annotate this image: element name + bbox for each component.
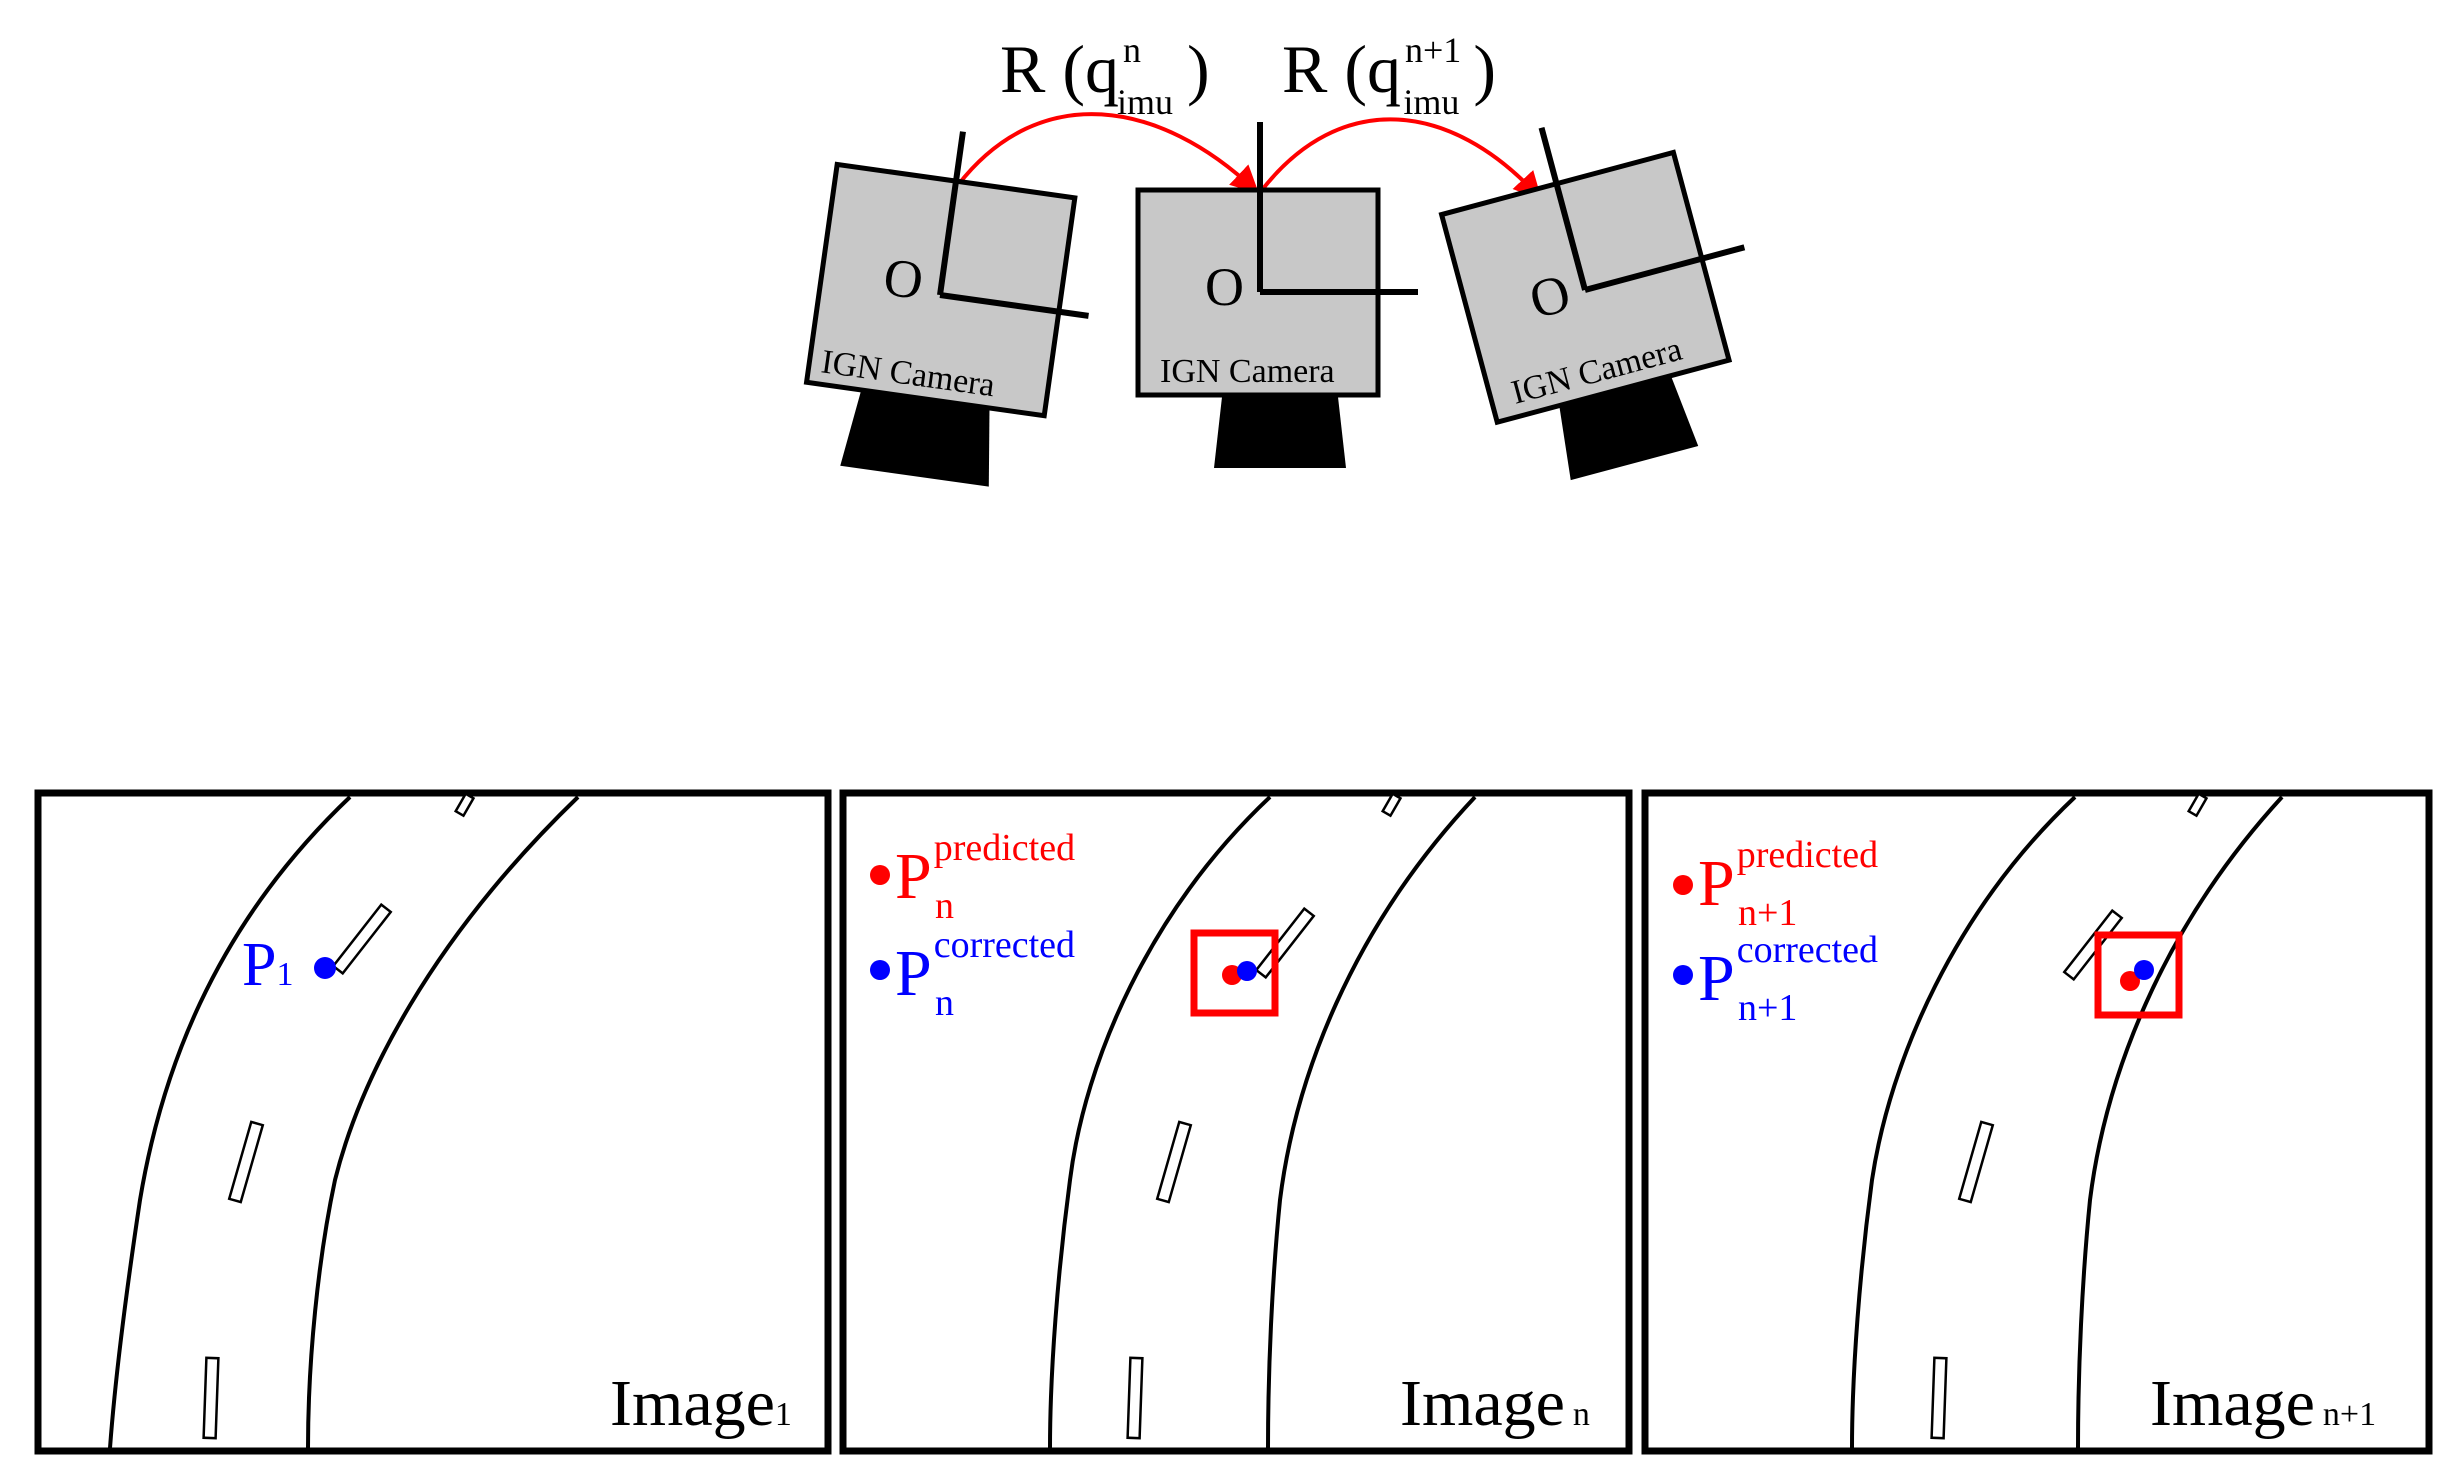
panel-frame <box>839 789 1633 1455</box>
road-left-edge <box>1850 795 2077 1449</box>
point-corrected <box>1237 961 1257 981</box>
lane-dash <box>1930 1356 1948 1440</box>
lane-dash <box>453 792 476 818</box>
rotation-arrow-2 <box>1260 117 1542 201</box>
camera-y-axis <box>937 131 966 296</box>
camera-y-axis <box>1538 126 1588 291</box>
road-right-edge <box>2076 795 2284 1449</box>
camera-1: O IGN Camera <box>803 131 1089 487</box>
tracking-window <box>1190 929 1279 1017</box>
panel-title: Image1 <box>610 1367 792 1440</box>
camera-origin-label: O <box>880 246 927 311</box>
camera-x-axis <box>1584 244 1746 293</box>
road-right-edge <box>306 795 580 1449</box>
road-right-edge <box>1266 795 1477 1449</box>
point-p1 <box>314 957 336 979</box>
road-left-edge <box>108 795 352 1449</box>
point-predicted <box>2120 971 2140 991</box>
camera-stand <box>840 391 990 487</box>
legend-corrected-dot <box>1673 965 1693 985</box>
camera-3: O IGN Camera <box>1438 126 1746 481</box>
camera-origin-label: O <box>1205 257 1244 317</box>
lane-dash <box>1957 1120 1995 1204</box>
rotation-arrow-1 <box>956 112 1260 194</box>
camera-stand <box>1559 377 1699 481</box>
point-p1-label: P1 <box>242 931 293 999</box>
camera-name-label: IGN Camera <box>1160 353 1335 390</box>
point-predicted <box>1222 965 1242 985</box>
tracking-window <box>2094 931 2183 1019</box>
image-panel-1: P1 Image1 <box>34 789 832 1455</box>
lane-dash <box>1380 792 1403 818</box>
legend-corrected-dot <box>870 960 890 980</box>
panel-frame <box>34 789 832 1455</box>
legend-predicted-dot <box>1673 875 1693 895</box>
point-corrected <box>2134 960 2154 980</box>
lane-dash <box>331 902 393 976</box>
camera-stand <box>1214 397 1346 468</box>
lane-dash <box>1155 1120 1193 1204</box>
camera-2: O IGN Camera <box>1135 122 1418 468</box>
road-left-edge <box>1048 795 1272 1449</box>
lane-dash <box>1254 906 1316 980</box>
legend-predicted-dot <box>870 865 890 885</box>
lane-dash <box>2186 792 2209 818</box>
lane-dash <box>202 1356 220 1440</box>
lane-dash <box>1126 1356 1144 1440</box>
lane-dash <box>227 1120 265 1204</box>
panel-frame <box>1641 789 2433 1455</box>
camera-x-axis <box>939 292 1089 319</box>
